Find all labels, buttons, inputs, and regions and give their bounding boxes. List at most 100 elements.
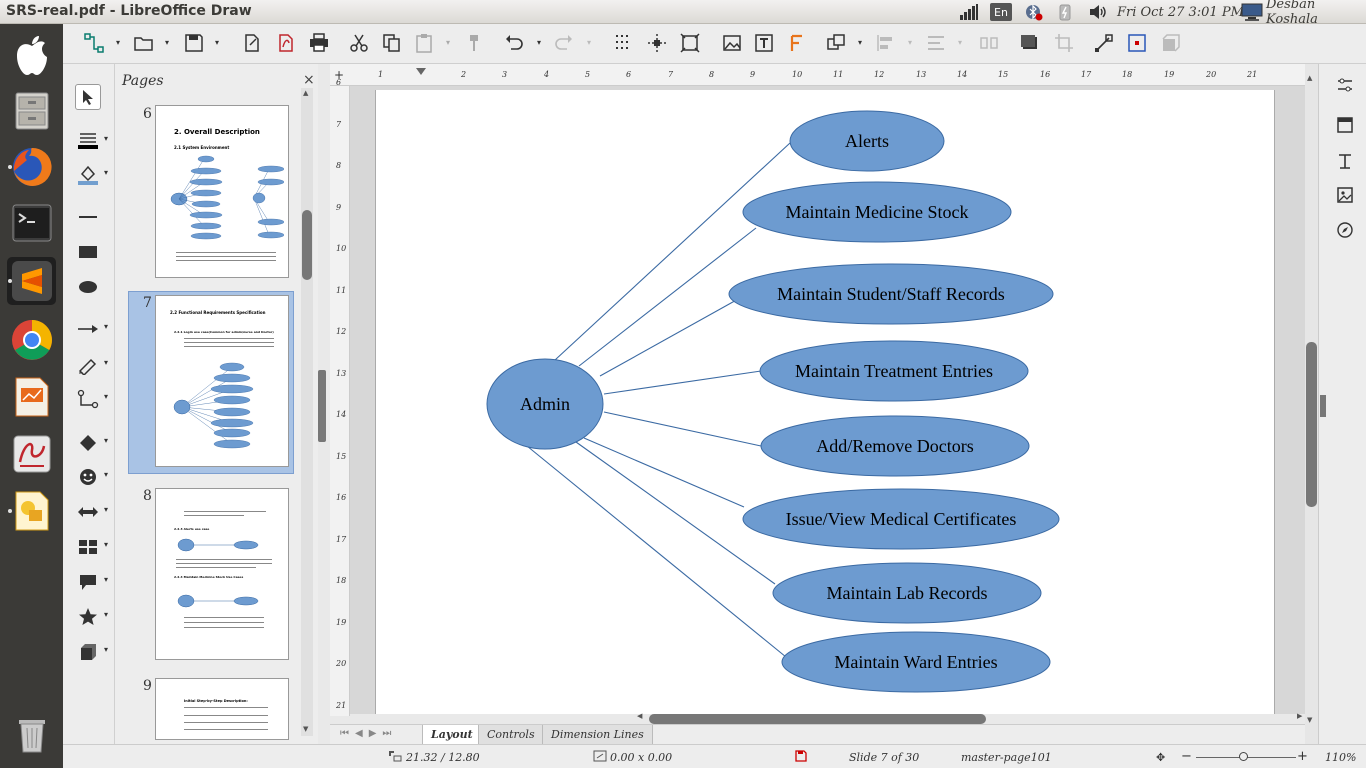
align-icon[interactable]	[875, 32, 897, 54]
association-line[interactable]	[583, 437, 745, 508]
copy-icon[interactable]	[381, 32, 403, 54]
navigator-icon[interactable]	[1336, 221, 1354, 239]
grid-icon[interactable]	[613, 32, 635, 54]
tab-dimension-lines[interactable]: Dimension Lines	[542, 725, 653, 745]
use-case-ellipse[interactable]	[760, 415, 1030, 477]
vertical-scrollbar-thumb[interactable]	[1306, 342, 1317, 507]
pages-scrollbar[interactable]: ▲ ▼	[301, 88, 313, 736]
points-icon[interactable]	[1093, 32, 1115, 54]
battery-icon[interactable]	[1056, 3, 1074, 21]
callouts-icon[interactable]	[75, 569, 101, 595]
fontwork-icon[interactable]	[786, 32, 808, 54]
print-icon[interactable]	[308, 32, 330, 54]
use-case-ellipse[interactable]	[742, 488, 1060, 550]
redo-icon[interactable]	[553, 32, 575, 54]
association-line[interactable]	[603, 370, 762, 395]
association-line[interactable]	[603, 411, 762, 447]
pages-scrollbar-thumb[interactable]	[302, 210, 312, 280]
tab-controls[interactable]: Controls	[478, 725, 544, 745]
volume-icon[interactable]	[1086, 3, 1110, 21]
firefox-icon[interactable]	[7, 143, 56, 191]
text-box-icon[interactable]	[753, 32, 775, 54]
impress-icon[interactable]	[7, 373, 56, 421]
flowchart-icon[interactable]	[75, 534, 101, 560]
zoom-slider-handle[interactable]	[1239, 752, 1248, 761]
paste-icon[interactable]	[413, 32, 435, 54]
save-icon[interactable]	[183, 32, 205, 54]
symbol-shapes-icon[interactable]	[75, 464, 101, 490]
network-icon[interactable]	[958, 3, 980, 21]
page-thumbnail-8[interactable]: 2.2.3 Alerts use case 2.2.4 Maintain Med…	[155, 488, 289, 660]
user-name[interactable]: Desban Koshala	[1266, 0, 1318, 27]
export-pdf-icon[interactable]	[275, 32, 297, 54]
block-arrows-icon[interactable]	[75, 499, 101, 525]
chrome-icon[interactable]	[7, 316, 56, 364]
line-tool-icon[interactable]	[75, 204, 101, 230]
stars-icon[interactable]	[75, 604, 101, 630]
close-icon[interactable]: ×	[303, 72, 315, 88]
bluetooth-icon[interactable]	[1022, 3, 1046, 21]
use-case-ellipse[interactable]	[759, 340, 1029, 402]
use-case-ellipse[interactable]	[728, 263, 1054, 325]
sidebar-collapse-handle[interactable]	[1320, 395, 1326, 417]
ruler-indent-marker[interactable]	[416, 68, 426, 75]
use-case-ellipse[interactable]	[781, 631, 1051, 693]
insert-image-icon[interactable]	[721, 32, 743, 54]
document-modified-icon[interactable]	[795, 750, 807, 762]
clone-formatting-icon[interactable]	[463, 32, 485, 54]
association-line[interactable]	[575, 441, 776, 585]
glue-points-icon[interactable]	[1126, 32, 1148, 54]
basic-shapes-icon[interactable]	[75, 430, 101, 456]
curve-tool-icon[interactable]	[75, 352, 101, 378]
document-viewer-icon[interactable]	[7, 430, 56, 478]
connector-icon[interactable]	[83, 32, 105, 54]
tab-layout[interactable]: Layout	[422, 725, 482, 745]
horizontal-scrollbar-thumb[interactable]	[649, 714, 986, 724]
use-case-ellipse[interactable]	[789, 110, 945, 172]
trash-icon[interactable]	[7, 710, 56, 758]
page-thumbnail-6[interactable]: 2. Overall Description 2.1 System Enviro…	[155, 105, 289, 278]
panel-collapse-handle[interactable]	[318, 370, 326, 442]
select-arrow-icon[interactable]	[75, 84, 101, 110]
line-color-icon[interactable]	[75, 126, 101, 152]
toggle-extrusion-icon[interactable]	[1160, 32, 1182, 54]
dash-icon[interactable]	[7, 32, 56, 80]
3d-objects-icon[interactable]	[75, 639, 101, 665]
zoom-level[interactable]: 110%	[1325, 751, 1357, 764]
connector-tool-icon[interactable]	[75, 386, 101, 412]
vertical-scrollbar[interactable]: ▲ ▼	[1305, 64, 1318, 744]
cut-icon[interactable]	[348, 32, 370, 54]
ellipse-tool-icon[interactable]	[75, 274, 101, 300]
files-icon[interactable]	[7, 87, 56, 135]
rectangle-tool-icon[interactable]	[75, 239, 101, 265]
crop-icon[interactable]	[1053, 32, 1075, 54]
properties-icon[interactable]	[1336, 76, 1354, 94]
use-case-ellipse[interactable]	[742, 181, 1012, 243]
zoom-out-button[interactable]: −	[1181, 749, 1192, 764]
undo-icon[interactable]	[503, 32, 525, 54]
lines-arrows-icon[interactable]	[75, 316, 101, 342]
page-thumbnail-7[interactable]: 2.2 Functional Requirements Specificatio…	[155, 295, 289, 467]
zoom-in-button[interactable]: +	[1297, 749, 1308, 764]
open-icon[interactable]	[133, 32, 155, 54]
association-line[interactable]	[526, 445, 787, 658]
fill-color-icon[interactable]	[75, 162, 101, 188]
keyboard-layout-indicator[interactable]: En	[990, 3, 1012, 21]
export-icon[interactable]	[241, 32, 263, 54]
distribute-icon[interactable]	[978, 32, 1000, 54]
master-pages-icon[interactable]	[1336, 116, 1354, 134]
use-case-ellipse[interactable]	[772, 562, 1042, 624]
styles-icon[interactable]	[1336, 152, 1354, 170]
arrange-icon[interactable]	[925, 32, 947, 54]
fit-page-icon[interactable]: ✥	[1156, 751, 1166, 764]
zoom-page-icon[interactable]	[679, 32, 701, 54]
transformations-icon[interactable]	[825, 32, 847, 54]
actor-admin-ellipse[interactable]	[486, 358, 604, 450]
helplines-icon[interactable]	[646, 32, 668, 54]
sublime-text-icon[interactable]	[7, 257, 56, 305]
page-thumbnail-9[interactable]: Initial Step-by-Step Description:	[155, 678, 289, 740]
association-line[interactable]	[599, 297, 741, 377]
draw-icon[interactable]	[7, 487, 56, 535]
tab-nav-arrows[interactable]: ⏮◀▶⏭	[340, 728, 398, 739]
